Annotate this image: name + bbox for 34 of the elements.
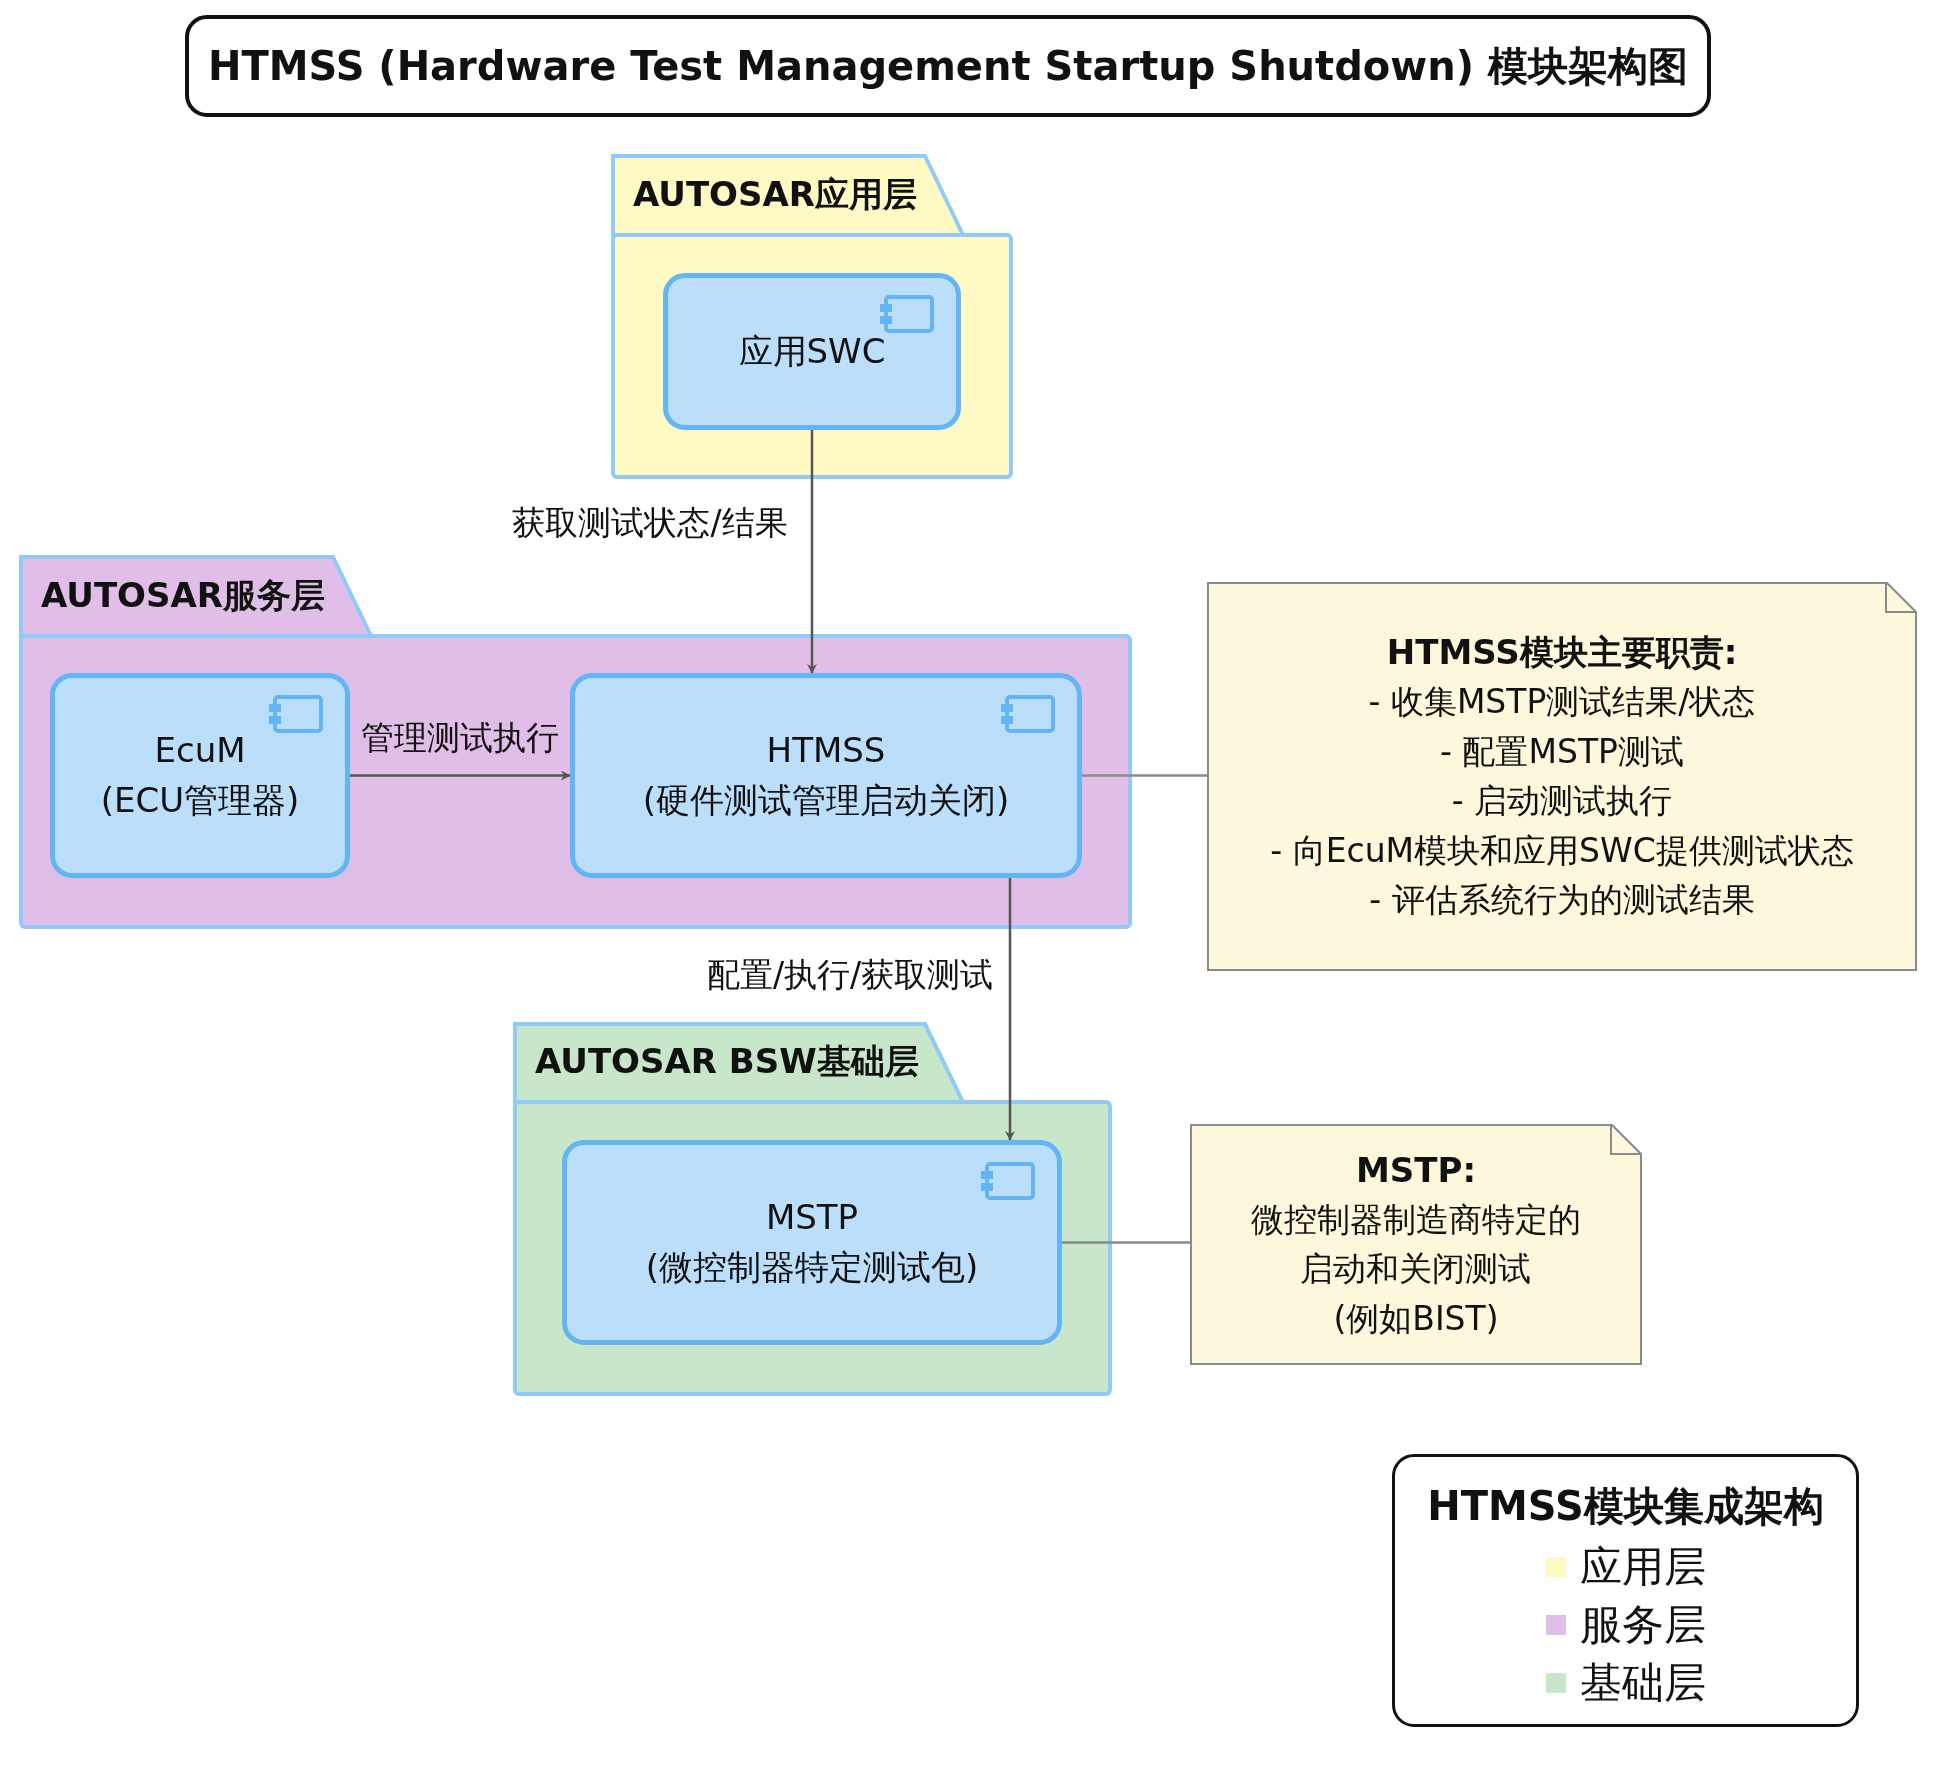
component-label: MSTP (微控制器特定测试包)	[644, 1196, 980, 1289]
note-text: - 配置MSTP测试	[1440, 730, 1684, 773]
package-title: AUTOSAR服务层	[41, 573, 325, 617]
package-frame	[611, 154, 1013, 479]
diagram-title: HTMSS (Hardware Test Management Startup Shutdown) 模块架构图	[185, 15, 1711, 117]
note-heading: HTMSS模块主要职责:	[1386, 631, 1738, 675]
legend-label: 应用层	[1579, 1541, 1706, 1593]
legend-label: 服务层	[1579, 1599, 1706, 1651]
arrow	[1005, 878, 1015, 1141]
component-label: HTMSS (硬件测试管理启动关闭)	[641, 729, 1011, 822]
package-title: AUTOSAR BSW基础层	[535, 1040, 919, 1083]
package-title: AUTOSAR应用层	[633, 172, 917, 216]
note-text: - 向EcuM模块和应用SWC提供测试状态	[1270, 829, 1854, 872]
leader-line	[1062, 1241, 1190, 1244]
note-text: 微控制器制造商特定的启动和关闭测试 (例如BIST)	[1250, 1198, 1582, 1340]
legend-label: 基础层	[1579, 1657, 1706, 1709]
component-box	[50, 673, 350, 878]
component-label: 应用SWC	[738, 329, 886, 373]
note-text: - 收集MSTP测试结果/状态	[1368, 681, 1756, 724]
component-box	[562, 1140, 1062, 1345]
legend-title: HTMSS模块集成架构	[1427, 1482, 1824, 1531]
package-frame	[19, 555, 1132, 929]
arrow	[350, 770, 571, 781]
package-frame	[513, 1022, 1112, 1396]
component-label: EcuM (ECU管理器)	[99, 729, 301, 822]
leader-line	[1082, 774, 1207, 777]
arrow	[807, 430, 817, 674]
note-heading: MSTP:	[1356, 1148, 1476, 1192]
note-box	[1207, 582, 1917, 971]
note-box	[1190, 1124, 1642, 1365]
note-text: - 评估系统行为的测试结果	[1369, 879, 1755, 922]
component-box	[570, 673, 1082, 878]
note-text: - 启动测试执行	[1451, 780, 1673, 823]
component-box	[663, 273, 961, 430]
